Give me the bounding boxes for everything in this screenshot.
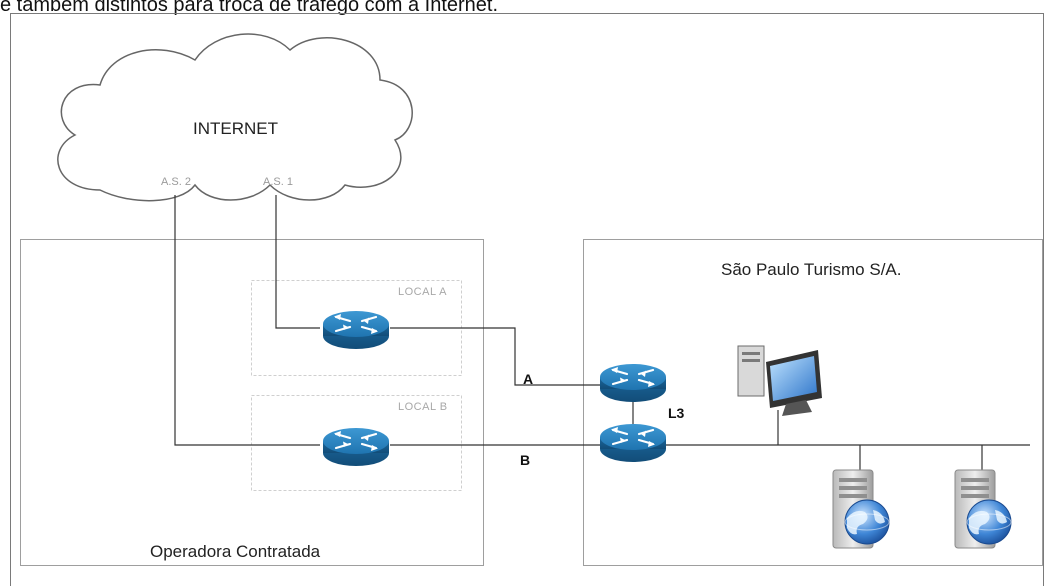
local-b-label: LOCAL B xyxy=(398,401,448,413)
outer-frame xyxy=(10,13,1044,586)
server-2-icon xyxy=(954,469,1012,549)
company-region xyxy=(583,239,1043,566)
l3-label: L3 xyxy=(668,405,685,421)
operator-title: Operadora Contratada xyxy=(150,542,321,561)
as2-to-router-b-line xyxy=(174,195,320,446)
router-company-bottom-icon xyxy=(598,422,668,464)
router-local-b-icon xyxy=(321,426,391,468)
server-1-icon xyxy=(832,469,890,549)
internet-cloud-shape xyxy=(57,33,413,202)
workstation-icon xyxy=(737,345,822,416)
company-title: São Paulo Turismo S/A. xyxy=(721,260,902,279)
local-a-label: LOCAL A xyxy=(398,286,447,298)
local-b-box xyxy=(251,395,462,491)
caption-text: e também distintos para troca de tráfego… xyxy=(0,0,499,16)
link-b-label: B xyxy=(520,452,531,468)
as1-to-router-a-line xyxy=(275,195,320,329)
router-company-top-icon xyxy=(598,362,668,404)
link-a-line xyxy=(390,327,600,386)
as2-label: A.S. 2 xyxy=(161,176,191,188)
operator-region xyxy=(20,239,484,566)
router-local-a-icon xyxy=(321,309,391,351)
internet-label: INTERNET xyxy=(193,119,278,138)
link-a-label: A xyxy=(523,371,534,387)
as1-label: A.S. 1 xyxy=(263,176,293,188)
